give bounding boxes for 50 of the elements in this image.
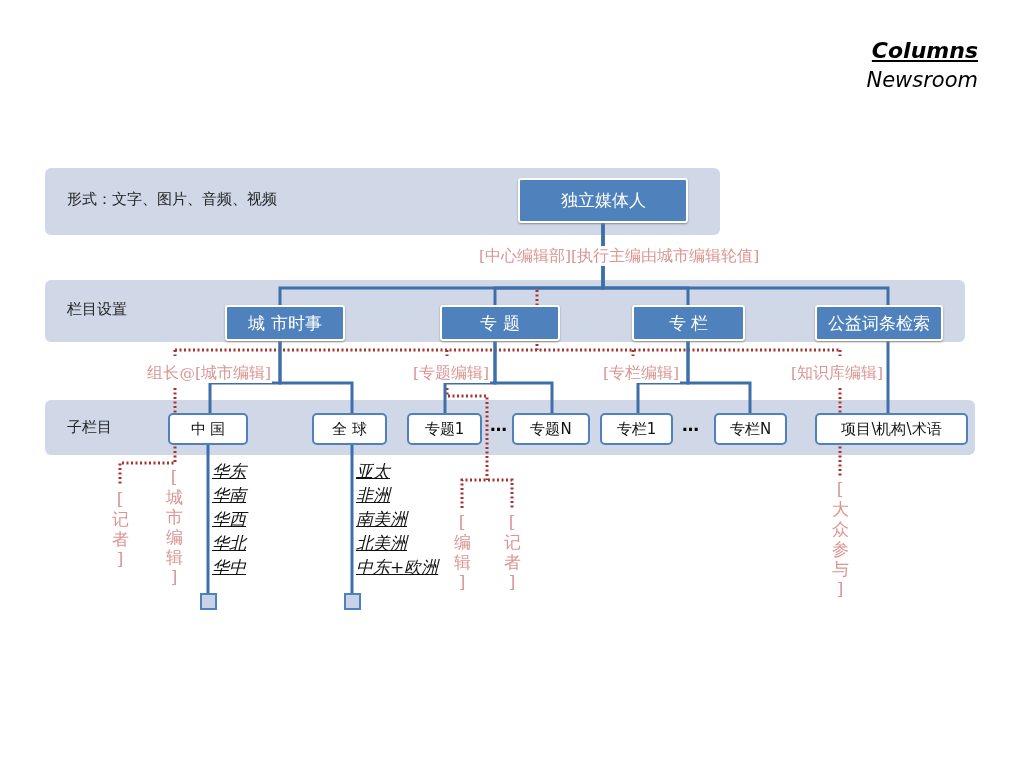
column-box: 专 题 <box>440 305 560 341</box>
region-label: 华中 <box>212 556 246 579</box>
row-band <box>45 400 975 455</box>
ellipsis: … <box>682 415 699 435</box>
role-label: [中心编辑部][执行主编由城市编辑轮值] <box>478 246 761 266</box>
role-label: [记者] <box>111 489 129 569</box>
subcolumn-box: 全 球 <box>312 413 387 445</box>
title: Columns <box>871 38 978 63</box>
leaf-square <box>200 593 217 610</box>
role-label: [城市编辑] <box>165 467 183 587</box>
region-label: 非洲 <box>356 484 390 507</box>
column-box: 公益词条检索 <box>815 305 943 341</box>
connector-line <box>886 341 890 413</box>
subcolumn-box: 专题1 <box>407 413 482 445</box>
connector-line <box>350 445 354 593</box>
region-label: 中东+欧洲 <box>356 556 439 579</box>
region-label: 华南 <box>212 484 246 507</box>
role-label: [记者] <box>503 512 521 592</box>
connector-line <box>206 445 210 593</box>
subtitle: Newsroom <box>866 68 978 92</box>
role-label: [大众参与] <box>831 479 849 599</box>
column-box: 独立媒体人 <box>518 178 688 223</box>
subcolumn-box: 中 国 <box>168 413 248 445</box>
region-label: 南美洲 <box>356 508 407 531</box>
role-label: 组长@[城市编辑] <box>146 363 272 383</box>
region-label: 华北 <box>212 532 246 555</box>
row-label: 子栏目 <box>67 418 112 437</box>
leaf-square <box>344 593 361 610</box>
role-label: [专题编辑] <box>411 363 490 383</box>
connector-line <box>686 341 752 413</box>
region-label: 华东 <box>212 460 246 483</box>
region-label: 北美洲 <box>356 532 407 555</box>
role-label: [专栏编辑] <box>601 363 680 383</box>
row-band <box>45 280 965 342</box>
region-label: 亚太 <box>356 460 390 483</box>
row-label: 栏目设置 <box>67 300 127 319</box>
role-label: [知识库编辑] <box>789 363 884 383</box>
subcolumn-box: 专题N <box>512 413 590 445</box>
connector-line <box>493 341 554 413</box>
subcolumn-box: 专栏N <box>714 413 787 445</box>
connector-line <box>601 223 890 305</box>
row-label: 形式：文字、图片、音频、视频 <box>67 190 277 209</box>
column-box: 专 栏 <box>632 305 745 341</box>
role-label: [编辑] <box>453 512 471 592</box>
connector-line <box>278 341 354 413</box>
row-band <box>45 168 720 235</box>
subcolumn-box: 项目\机构\术语 <box>815 413 968 445</box>
ellipsis: … <box>490 415 507 435</box>
column-box: 城 市时事 <box>225 305 345 341</box>
subcolumn-box: 专栏1 <box>600 413 673 445</box>
